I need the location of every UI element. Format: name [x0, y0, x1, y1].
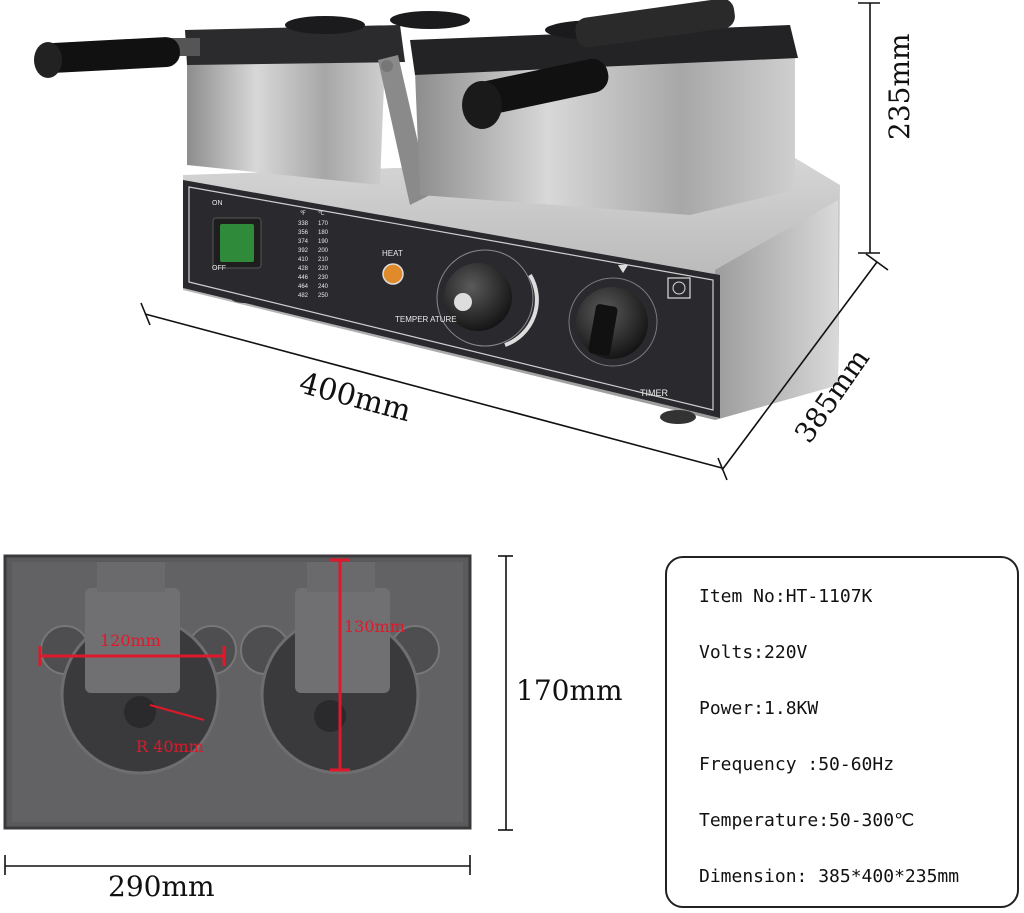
hinge: [378, 55, 430, 205]
spec-panel: Item No:HT-1107K Volts:220V Power:1.8KW …: [665, 556, 1019, 908]
right-handle: [462, 58, 609, 129]
temp-value-c: 230: [318, 275, 329, 281]
left-handle: [34, 37, 180, 78]
mold-width-label: 120mm: [100, 631, 161, 650]
spec-temperature: Temperature:50-300℃: [699, 810, 915, 831]
switch-on-label: ON: [212, 200, 223, 207]
temp-value-f: 410: [298, 257, 309, 263]
temp-value-f: 446: [298, 275, 309, 281]
spec-volts: Volts:220V: [699, 642, 808, 663]
switch-off-label: OFF: [212, 265, 226, 272]
temperature-knob: [444, 263, 512, 331]
heat-indicator-light: [382, 263, 404, 285]
ear-radius-label: R 40mm: [136, 737, 204, 756]
temp-value-c: 170: [318, 221, 329, 227]
temp-value-c: 240: [318, 284, 329, 290]
temp-value-c: 250: [318, 293, 329, 299]
dimension-lines-top: [140, 2, 889, 481]
temp-header-f: ℉: [300, 211, 306, 217]
temp-value-f: 356: [298, 230, 309, 236]
left-baking-plate: [170, 11, 470, 185]
control-panel: ON OFF ℉ ℃ 338 170 356 180 374 190 392 200 410 210 4…: [183, 180, 720, 418]
temp-value-c: 190: [318, 239, 329, 245]
timer-label: TIMER: [640, 388, 668, 398]
temp-value-f: 482: [298, 293, 309, 299]
plate-width-label: 290mm: [108, 870, 215, 903]
dimension-lines-bottom: [4, 555, 513, 875]
temp-value-f: 428: [298, 266, 309, 272]
temp-value-f: 374: [298, 239, 309, 245]
temp-value-c: 200: [318, 248, 329, 254]
temp-value-f: 464: [298, 284, 309, 290]
mold-measure-lines: [38, 558, 350, 772]
heat-label: HEAT: [382, 249, 403, 258]
temperature-table: ℉ ℃ 338 170 356 180 374 190 392 200 410 210 428 220 44…: [298, 211, 329, 299]
spec-frequency: Frequency :50-60Hz: [699, 754, 895, 775]
plate-height-label: 170mm: [516, 674, 623, 707]
mold-height-label: 130mm: [344, 617, 405, 636]
temperature-label: TEMPER ATURE: [395, 315, 457, 324]
temp-value-c: 210: [318, 257, 329, 263]
temp-header-c: ℃: [318, 211, 325, 217]
temp-value-f: 392: [298, 248, 309, 254]
temp-value-c: 180: [318, 230, 329, 236]
spec-item-no: Item No:HT-1107K: [699, 586, 873, 607]
spec-power: Power:1.8KW: [699, 698, 819, 719]
temp-value-f: 338: [298, 221, 309, 227]
temp-value-c: 220: [318, 266, 329, 272]
spec-dimension: Dimension: 385*400*235mm: [699, 866, 960, 887]
